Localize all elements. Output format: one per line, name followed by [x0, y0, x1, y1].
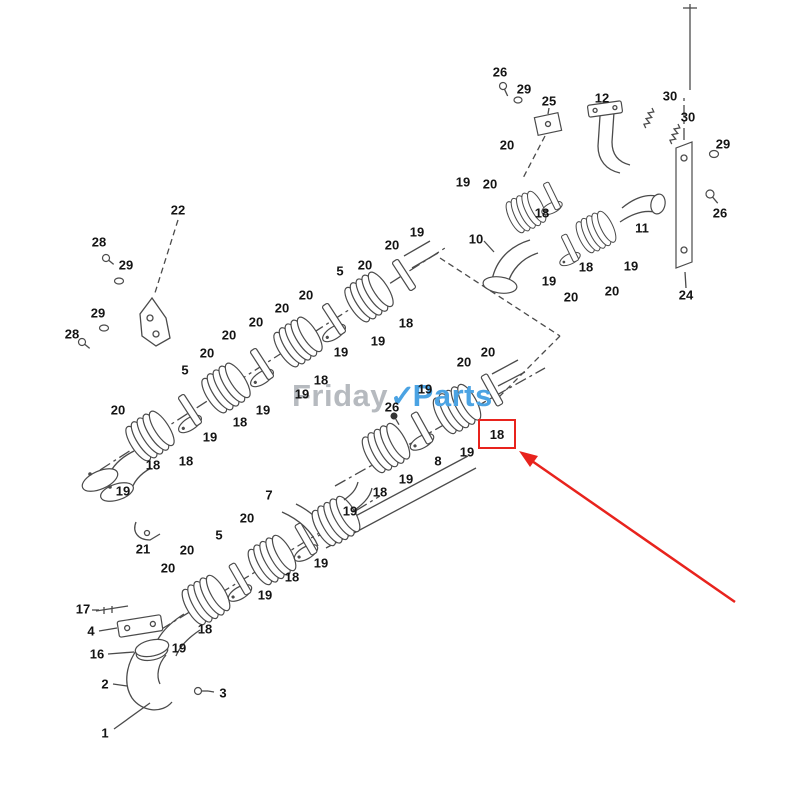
upper-right-pipe-assembly: [482, 4, 720, 294]
construction-lines: [99, 96, 685, 631]
watermark-check-icon: ✓: [390, 379, 416, 413]
watermark-text-blue: Parts: [412, 378, 493, 413]
outlet-elbow-assembly: [92, 605, 215, 730]
highlighted-part-number: 18: [489, 426, 505, 442]
upper-manifold-assembly: [81, 240, 439, 502]
red-arrow: [519, 451, 736, 604]
mounting-brackets: [76, 252, 171, 541]
lower-manifold-assembly: [153, 481, 373, 657]
highlighted-part-label: 18: [478, 419, 516, 449]
watermark: Friday✓Parts: [292, 378, 493, 414]
watermark-text-gray: Friday: [292, 378, 389, 413]
